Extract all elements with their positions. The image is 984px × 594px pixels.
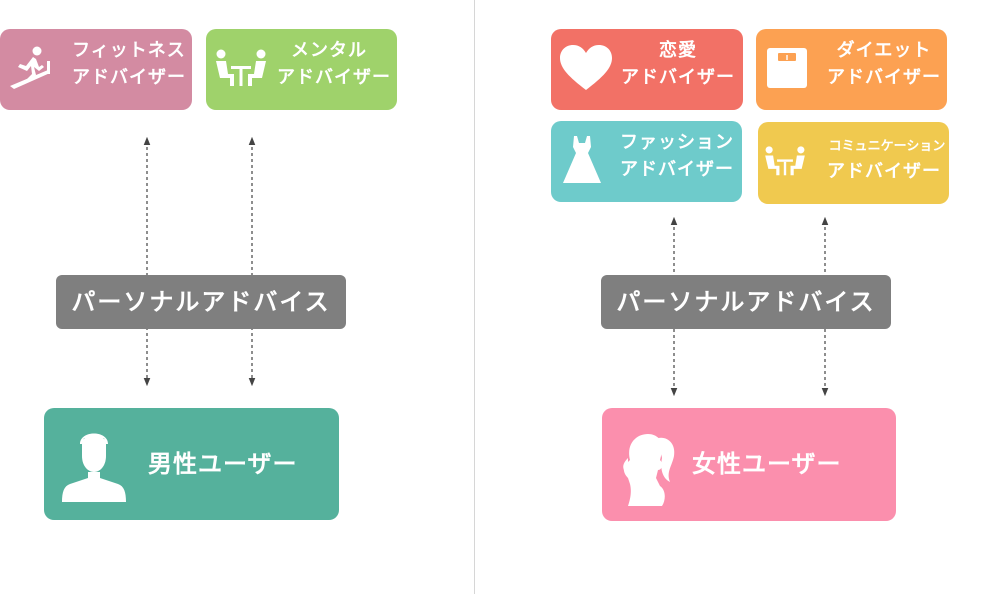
diet-advisor-box: ダイエット アドバイザー — [756, 29, 947, 110]
fitness-advisor-line1: フィットネス — [72, 40, 186, 61]
personal-advice-label-right: パーソナルアドバイス — [601, 275, 891, 329]
scale-icon — [766, 47, 808, 93]
communication-advisor-line1: コミュニケーション — [828, 139, 946, 154]
female-user-label: 女性ユーザー — [692, 450, 842, 478]
fashion-advisor-line1: ファッション — [620, 132, 734, 153]
counseling-icon — [212, 48, 270, 92]
fitness-advisor-box: フィットネス アドバイザー — [0, 29, 192, 110]
diet-advisor-line2: アドバイザー — [827, 67, 941, 88]
love-advisor-line1: 恋愛 — [659, 40, 697, 61]
female-user-box: 女性ユーザー — [602, 408, 896, 521]
personal-advice-label-left: パーソナルアドバイス — [56, 275, 346, 329]
fashion-advisor-box: ファッション アドバイザー — [551, 121, 742, 202]
panel-divider — [474, 0, 475, 594]
male-user-icon — [60, 426, 128, 506]
mental-advisor-line2: アドバイザー — [277, 67, 391, 88]
fitness-advisor-line2: アドバイザー — [72, 67, 186, 88]
communication-advisor-line2: アドバイザー — [827, 161, 941, 182]
female-user-icon — [614, 430, 680, 510]
mental-advisor-line1: メンタル — [291, 40, 367, 61]
conversation-icon — [762, 144, 808, 182]
fashion-advisor-line2: アドバイザー — [620, 159, 734, 180]
male-user-box: 男性ユーザー — [44, 408, 339, 520]
diet-advisor-line1: ダイエット — [836, 40, 932, 61]
dress-icon — [561, 135, 603, 189]
love-advisor-line2: アドバイザー — [621, 67, 735, 88]
treadmill-icon — [6, 45, 56, 95]
heart-icon — [559, 44, 613, 96]
love-advisor-box: 恋愛 アドバイザー — [551, 29, 743, 110]
male-user-label: 男性ユーザー — [148, 450, 298, 478]
communication-advisor-box: コミュニケーション アドバイザー — [758, 122, 949, 204]
mental-advisor-box: メンタル アドバイザー — [206, 29, 397, 110]
